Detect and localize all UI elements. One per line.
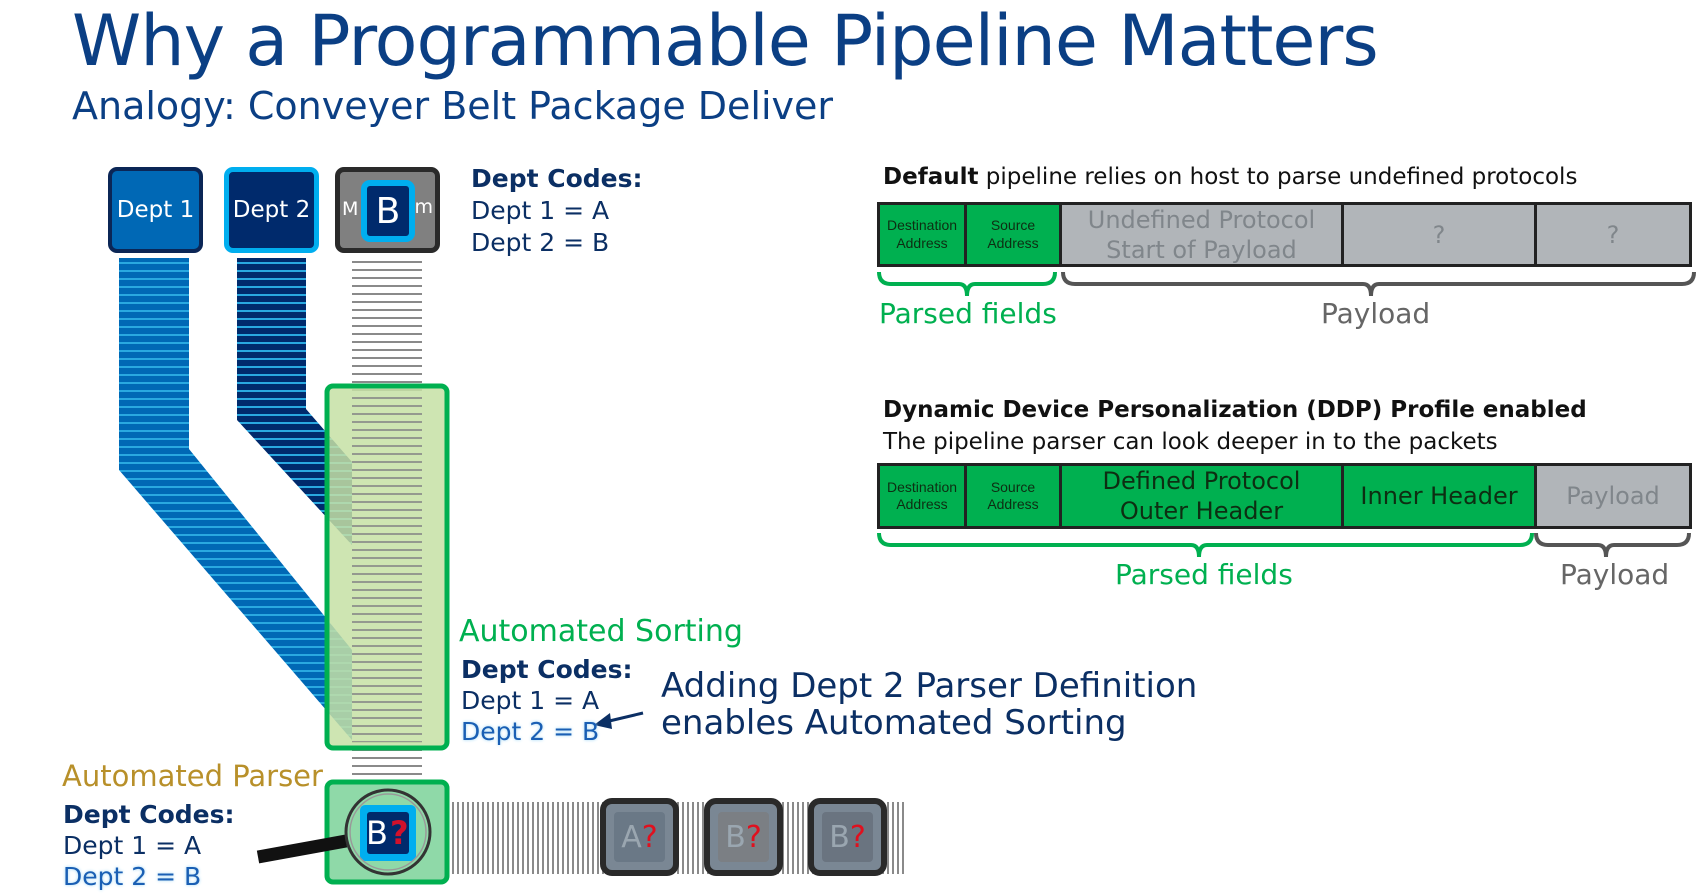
automated-sorting-title: Automated Sorting — [459, 614, 743, 649]
question-mark-icon: ? — [849, 819, 866, 855]
queued-package: B? — [808, 798, 887, 876]
parser-dept-codes: Dept Codes: Dept 1 = A Dept 2 = B — [63, 799, 235, 892]
callout-line1: Adding Dept 2 Parser Definition — [661, 666, 1198, 706]
automated-parser-title: Automated Parser — [62, 759, 323, 793]
magnifier-handle-icon — [256, 834, 348, 864]
cell-unknown: ? — [1537, 205, 1689, 264]
code-dept1: Dept 1 = A — [471, 196, 610, 225]
dept2-label: Dept 2 — [232, 197, 311, 223]
package-letter: B — [829, 819, 850, 855]
parser-package-letter: B ? — [366, 806, 409, 860]
sorting-code-dept2: Dept 2 = B — [461, 717, 600, 746]
parsed-fields-label-1: Parsed fields — [879, 297, 1057, 330]
payload-brace-1 — [1061, 271, 1696, 297]
default-caption-bold: Default — [883, 164, 979, 190]
dept1-belt — [119, 258, 352, 740]
default-caption-rest: pipeline relies on host to parse undefin… — [978, 164, 1578, 190]
mixed-right-fragment: m — [414, 196, 433, 218]
dept1-box: Dept 1 — [108, 167, 203, 253]
default-caption: Default pipeline relies on host to parse… — [883, 164, 1577, 190]
cell-inner-header: Inner Header — [1344, 466, 1537, 526]
mixed-package-box: M m B — [335, 167, 440, 253]
ddp-caption-line2: The pipeline parser can look deeper in t… — [883, 429, 1498, 455]
sorting-code-dept1: Dept 1 = A — [461, 686, 600, 715]
payload-label-2: Payload — [1560, 558, 1670, 591]
sorting-codes-heading: Dept Codes: — [461, 655, 633, 684]
mixed-left-fragment: M — [342, 198, 359, 220]
queued-package: A? — [600, 798, 679, 876]
unsorted-queue: A? B? B? — [600, 798, 887, 876]
parsed-fields-label-2: Parsed fields — [1115, 558, 1293, 591]
page-subtitle: Analogy: Conveyer Belt Package Deliver — [72, 84, 834, 128]
mixed-package-letter: B — [375, 190, 401, 232]
page-title: Why a Programmable Pipeline Matters — [72, 0, 1379, 82]
dept2-belt — [237, 258, 352, 545]
cell-payload: Payload — [1537, 466, 1689, 526]
parser-code-dept1: Dept 1 = A — [63, 831, 202, 860]
question-mark-icon: ? — [641, 819, 658, 855]
ddp-caption: Dynamic Device Personalization (DDP) Pro… — [883, 397, 1587, 423]
dept1-label: Dept 1 — [116, 197, 195, 223]
callout-arrow-icon — [594, 711, 644, 729]
sorting-dept-codes: Dept Codes: Dept 1 = A Dept 2 = B — [461, 654, 633, 747]
top-dept-codes: Dept Codes: Dept 1 = A Dept 2 = B — [471, 163, 643, 259]
package-letter: B — [725, 819, 746, 855]
queued-package: B? — [704, 798, 783, 876]
question-mark-icon: ? — [389, 814, 409, 852]
dept2-box: Dept 2 — [224, 167, 319, 253]
parsed-brace-1 — [877, 271, 1057, 297]
payload-brace-2 — [1534, 532, 1691, 558]
parsed-brace-2 — [877, 532, 1534, 558]
parser-package — [360, 805, 416, 861]
payload-label-1: Payload — [1321, 297, 1431, 330]
package-letter: A — [621, 819, 642, 855]
parser-codes-heading: Dept Codes: — [63, 800, 235, 829]
code-dept2: Dept 2 = B — [471, 228, 610, 257]
callout-text: Adding Dept 2 Parser Definition enables … — [661, 668, 1197, 742]
callout-line2: enables Automated Sorting — [661, 703, 1127, 743]
parser-code-dept2: Dept 2 = B — [63, 862, 202, 891]
parser-letter: B — [366, 814, 388, 852]
question-mark-icon: ? — [745, 819, 762, 855]
codes-heading: Dept Codes: — [471, 164, 643, 193]
cell-unknown: ? — [1344, 205, 1537, 264]
magnifier-icon — [344, 788, 432, 876]
